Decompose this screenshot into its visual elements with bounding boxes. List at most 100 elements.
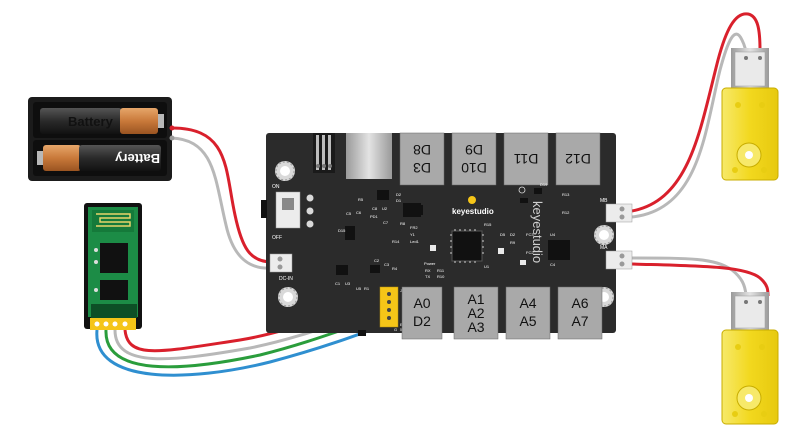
- silk-r5: R5: [358, 197, 364, 202]
- silk-d1: D1: [396, 198, 402, 203]
- battery-holder: Battery Battery: [28, 97, 175, 181]
- pin-block-a6-a7: A6 A7: [557, 286, 603, 340]
- silk-c5: C5: [346, 211, 352, 216]
- silk-r11: R11: [437, 268, 445, 273]
- silk-r15: R15: [484, 222, 492, 227]
- brand-text: keyestudio: [452, 207, 494, 216]
- silk-d2: D2: [396, 192, 402, 197]
- bottom-pin-blocks: A0 D2 A1 A2 A3 A4 A5 A6 A7: [401, 286, 603, 340]
- pin-block-a4-a5: A4 A5: [505, 286, 551, 340]
- silk-rx: RX: [425, 268, 431, 273]
- battery-red-wire: [171, 126, 273, 264]
- gear-motor-bottom: [721, 292, 779, 425]
- silk-r13: R13: [562, 192, 570, 197]
- silk-u2: U2: [382, 206, 388, 211]
- battery-bottom-label: Battery: [114, 151, 160, 166]
- pin-label-a3: A3: [467, 319, 484, 335]
- pin-label-a1: A1: [467, 291, 484, 307]
- mb-connector: MB: [600, 198, 633, 223]
- silk-c1: C1: [335, 281, 341, 286]
- brand-logo: keyestudio: [452, 196, 494, 216]
- silk-d2b: D2: [510, 232, 516, 237]
- mounting-hole-bl: [278, 287, 298, 307]
- silk-g: G: [394, 327, 397, 332]
- silk-c2: C2: [374, 258, 380, 263]
- power-switch: ON OFF: [261, 184, 314, 241]
- dc-in-label: DC-IN: [279, 276, 293, 282]
- silk-r12: R12: [562, 210, 570, 215]
- silk-power: Power: [424, 261, 436, 266]
- silk-r4: R4: [392, 266, 398, 271]
- top-pin-blocks: D3 D8 D10 D9 D11 D12: [399, 132, 601, 186]
- pin-label-a5: A5: [519, 313, 536, 329]
- silk-d5: D5: [500, 232, 506, 237]
- silk-fr2: FR2: [410, 225, 418, 230]
- silk-c7: C7: [383, 220, 389, 225]
- pin-label-d11: D11: [513, 151, 538, 167]
- silk-u4: U4: [550, 232, 556, 237]
- silk-c3: C3: [384, 262, 390, 267]
- motor-b-gray-wire: [631, 32, 748, 219]
- mb-label: MB: [600, 198, 608, 204]
- brand-mirrored: keyestudio: [530, 201, 545, 263]
- bt-header-pins: [90, 318, 136, 330]
- pin-label-d9: D9: [465, 142, 483, 158]
- pin-block-a0-d2: A0 D2: [401, 286, 443, 340]
- pin-label-a7: A7: [571, 313, 588, 329]
- pin-label-d12: D12: [565, 151, 591, 167]
- board-components: keyestudio keyestudio D2 D1 R5 C5 C6 D15…: [335, 182, 570, 291]
- motor-b-red-wire: [631, 12, 762, 213]
- switch-off-label: OFF: [272, 235, 282, 241]
- silk-u3: U3: [345, 281, 351, 286]
- silk-u5: U5: [356, 286, 362, 291]
- silk-led: Led1: [410, 239, 420, 244]
- top-pin-strip: [313, 133, 335, 173]
- silk-r9: R9: [510, 240, 516, 245]
- dc-in-connector: DC-IN: [269, 253, 293, 282]
- ma-connector: MA: [600, 245, 633, 270]
- silk-y1: Y1: [410, 232, 416, 237]
- pin-label-a6: A6: [571, 295, 588, 311]
- mounting-hole-tr: [594, 225, 614, 245]
- silk-c8: C8: [372, 206, 378, 211]
- silk-d15: D15: [338, 228, 346, 233]
- silk-c6: C6: [356, 210, 362, 215]
- switch-on-label: ON: [272, 184, 280, 190]
- pin-label-a0: A0: [413, 295, 430, 311]
- silk-e: E: [400, 322, 403, 327]
- battery-cell-top: Battery: [40, 108, 164, 134]
- silk-u1: U1: [484, 264, 490, 269]
- silk-pd1: PD1: [370, 214, 379, 219]
- silk-d19: D19: [540, 182, 548, 187]
- gear-motor-top: [721, 48, 779, 181]
- silk-5: 5: [400, 327, 403, 332]
- bluetooth-module: [84, 203, 142, 330]
- pin-label-d2: D2: [413, 313, 431, 329]
- ma-label: MA: [600, 245, 608, 251]
- pin-block-d11: D11: [503, 132, 549, 186]
- pin-label-d8: D8: [413, 142, 431, 158]
- battery-cell-bottom: Battery: [37, 145, 161, 171]
- silk-c4: C4: [550, 262, 556, 267]
- pin-label-a2: A2: [467, 305, 484, 321]
- battery-gray-wire: [171, 136, 273, 270]
- pin-block-d12: D12: [555, 132, 601, 186]
- motor-driver-board: D3 D8 D10 D9 D11 D12: [261, 132, 633, 340]
- bluetooth-header: J5 E G 5: [379, 286, 405, 332]
- pin-block-a1-a3: A1 A2 A3: [453, 286, 499, 340]
- silk-r10: R10: [437, 274, 445, 279]
- motor-a-red-wire: [631, 262, 770, 297]
- silk-r1: R1: [364, 286, 370, 291]
- silk-r8: R8: [400, 221, 406, 226]
- pin-label-a4: A4: [519, 295, 536, 311]
- battery-top-label: Battery: [68, 114, 114, 129]
- pin-label-d10: D10: [461, 160, 487, 176]
- silk-fc3: FC3: [526, 232, 534, 237]
- mounting-hole-tl: [275, 161, 295, 181]
- pin-block-d10-d9: D10 D9: [451, 132, 497, 186]
- usb-connector: [346, 133, 392, 179]
- silk-fc2: FC2: [526, 250, 534, 255]
- silk-tx: TX: [425, 274, 430, 279]
- brand-mirrored-text: keyestudio: [530, 201, 545, 263]
